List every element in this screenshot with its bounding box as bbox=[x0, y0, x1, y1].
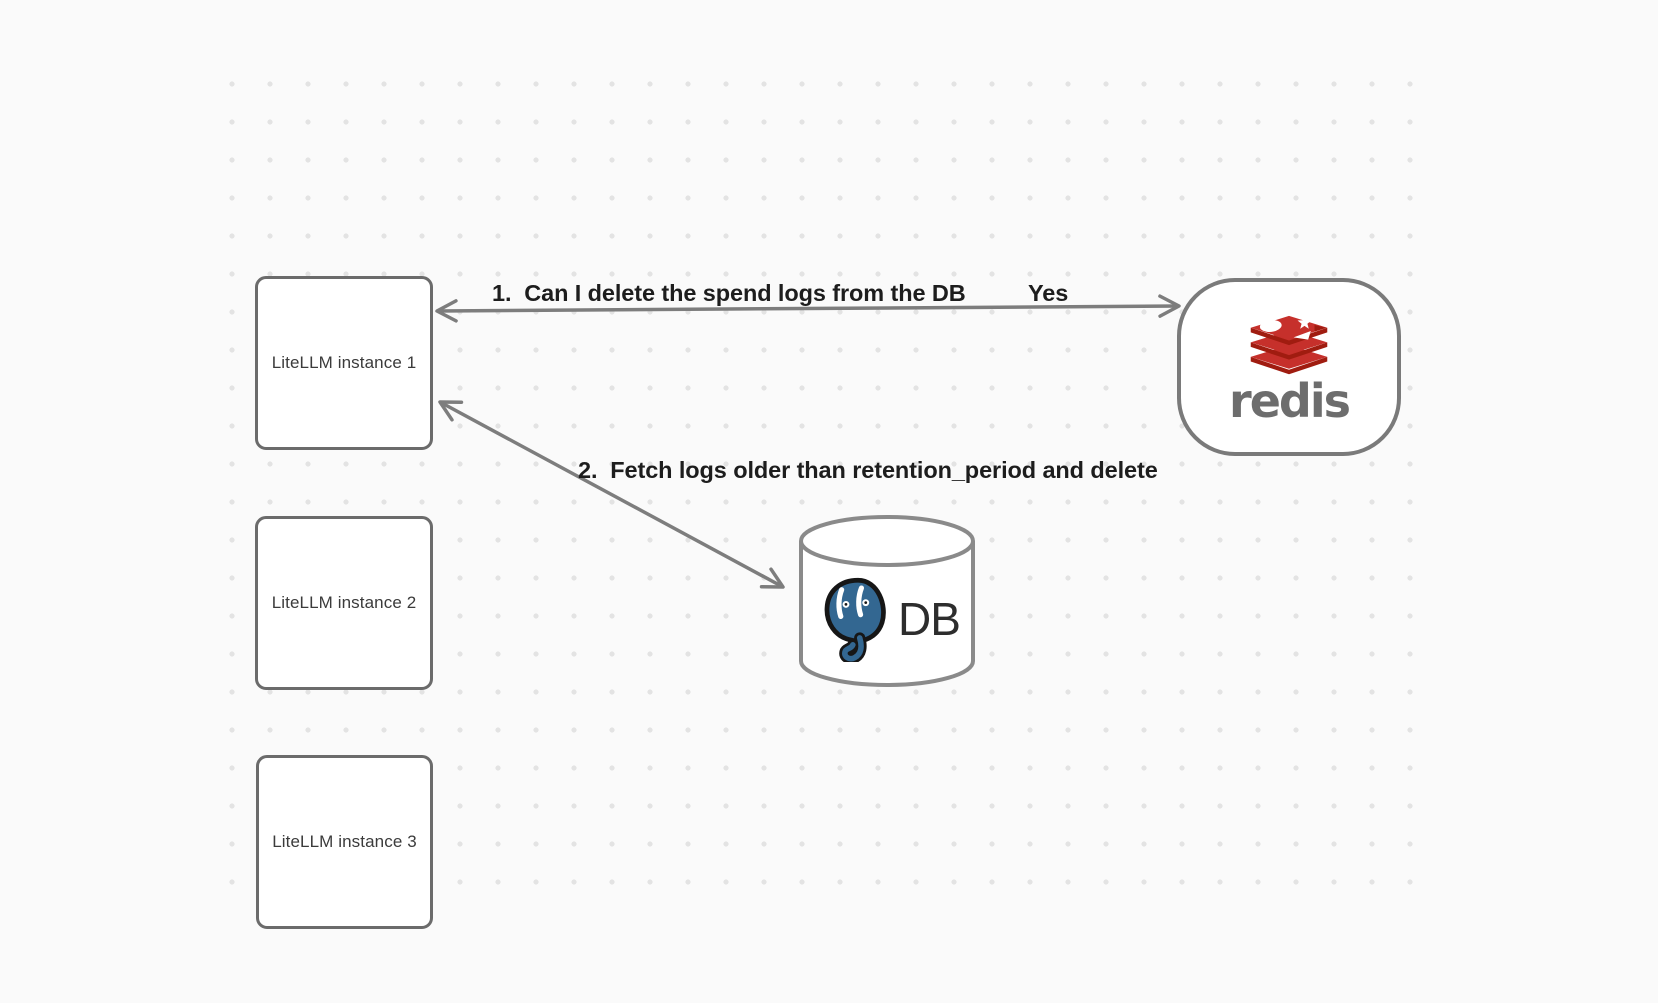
db-label: DB bbox=[898, 593, 961, 645]
redis-logo-icon bbox=[1250, 314, 1328, 374]
node-label: LiteLLM instance 2 bbox=[271, 593, 417, 612]
node-label: LiteLLM instance 1 bbox=[271, 353, 417, 372]
redis-wordmark: redis bbox=[1229, 373, 1351, 428]
edge-fetch-arrow[interactable] bbox=[438, 400, 785, 589]
postgresql-logo-icon bbox=[824, 577, 886, 662]
edge-query-response-label[interactable]: Yes bbox=[1028, 280, 1069, 306]
node-litellm-instance-3[interactable]: LiteLLM instance 3 bbox=[256, 755, 433, 929]
node-litellm-instance-2[interactable]: LiteLLM instance 2 bbox=[255, 516, 433, 690]
edge-fetch-label[interactable]: 2. Fetch logs older than retention_perio… bbox=[578, 457, 1158, 483]
node-label: LiteLLM instance 3 bbox=[272, 832, 417, 851]
node-database[interactable]: DB bbox=[797, 514, 977, 690]
node-litellm-instance-1[interactable]: LiteLLM instance 1 bbox=[255, 276, 433, 450]
edge-query-label[interactable]: 1. Can I delete the spend logs from the … bbox=[492, 280, 966, 306]
edge-query-arrow[interactable] bbox=[435, 294, 1181, 323]
node-redis[interactable]: redis bbox=[1177, 278, 1401, 456]
